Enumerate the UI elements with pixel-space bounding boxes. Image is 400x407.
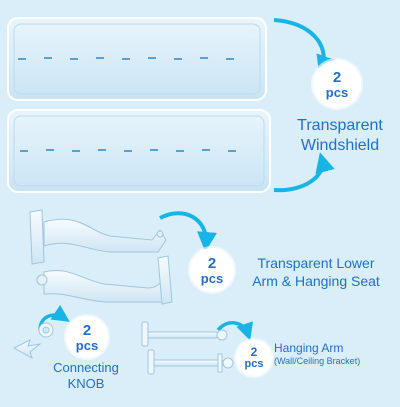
label-knob: Connecting KNOB <box>38 360 134 393</box>
qty-badge-knob: 2 pcs <box>66 316 108 358</box>
arrow-to-windshield-bottom <box>273 152 335 193</box>
arrow-to-lower-arm <box>159 211 217 252</box>
qty-number: 2 <box>250 345 258 359</box>
qty-unit: pcs <box>325 84 349 100</box>
hanging-arm-pieces <box>141 321 234 375</box>
lower-arm-piece-1 <box>29 209 167 265</box>
label-line-1: Transparent <box>297 117 383 134</box>
label-line-2: Arm & Hanging Seat <box>252 272 380 289</box>
qty-unit: pcs <box>244 358 264 370</box>
label-hanging-arm: Hanging Arm (Wall/Ceiling Bracket) <box>274 341 396 367</box>
label-line-2: (Wall/Ceiling Bracket) <box>274 356 361 366</box>
arrow-to-windshield-top <box>273 18 336 76</box>
qty-number: 2 <box>207 254 217 272</box>
qty-badge-lower-arm: 2 pcs <box>190 248 234 292</box>
qty-number: 2 <box>82 321 92 339</box>
qty-unit: pcs <box>75 337 99 353</box>
label-line-2: KNOB <box>67 376 105 392</box>
windshield-panel-top <box>7 17 267 101</box>
qty-unit: pcs <box>200 270 224 286</box>
qty-badge-hanging-arm: 2 pcs <box>236 340 272 376</box>
label-line-2: Windshield <box>300 137 380 154</box>
label-line-1: Connecting <box>53 360 119 375</box>
arrow-to-hanging-arm <box>216 321 253 341</box>
knob-parts <box>12 322 54 360</box>
windshield-panel-bottom <box>7 109 271 193</box>
lower-arm-piece-2 <box>36 255 173 305</box>
label-lower-arm: Transparent Lower Arm & Hanging Seat <box>234 255 398 290</box>
label-line-1: Hanging Arm <box>274 341 344 355</box>
label-windshield: Transparent Windshield <box>284 116 396 156</box>
qty-badge-windshield: 2 pcs <box>313 60 361 108</box>
label-line-1: Transparent Lower <box>257 255 375 271</box>
qty-number: 2 <box>332 68 342 86</box>
